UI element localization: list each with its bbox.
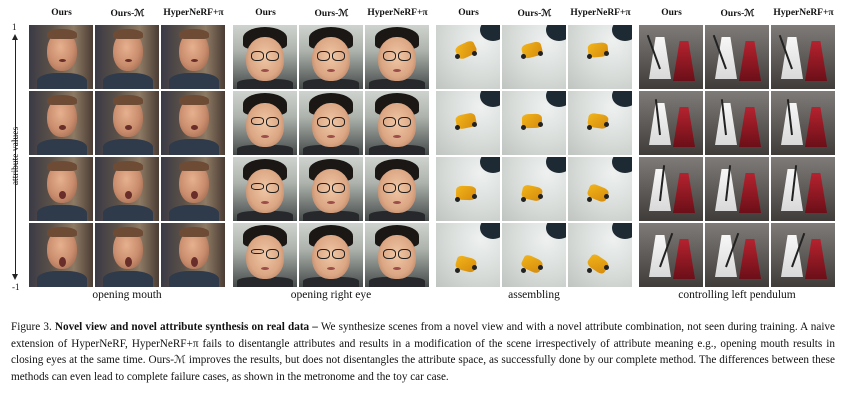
image-cell	[436, 157, 500, 221]
column-header: HyperNeRF+π	[367, 8, 428, 18]
image-cell	[95, 223, 159, 287]
image-cell	[568, 91, 632, 155]
group-caption: controlling left pendulum	[678, 289, 796, 301]
figure-group-3: Ours Ours-ℳ HyperNeRF+π assembling	[436, 8, 632, 301]
column-headers: Ours Ours-ℳ HyperNeRF+π	[233, 8, 429, 24]
image-cell	[502, 25, 566, 89]
figure-group-4: Ours Ours-ℳ HyperNeRF+π controlling left pe…	[639, 8, 835, 301]
image-cell	[771, 223, 835, 287]
image-cell	[161, 223, 225, 287]
image-cell	[639, 223, 703, 287]
column-header: Ours	[51, 8, 72, 18]
image-cell	[161, 157, 225, 221]
image-cell	[161, 91, 225, 155]
image-cell	[29, 25, 93, 89]
image-cell	[365, 157, 429, 221]
column-header: Ours	[255, 8, 276, 18]
axis-label: attribute values	[11, 126, 21, 186]
group-caption: opening mouth	[92, 289, 162, 301]
image-cell	[299, 25, 363, 89]
image-grid	[436, 25, 632, 287]
figure-group-2: Ours Ours-ℳ HyperNeRF+π opening right eye	[233, 8, 429, 301]
group-caption: opening right eye	[290, 289, 372, 301]
figure-group-1: Ours Ours-ℳ HyperNeRF+π opening mouth	[29, 8, 225, 301]
image-cell	[639, 91, 703, 155]
image-cell	[705, 91, 769, 155]
image-cell	[299, 157, 363, 221]
image-cell	[365, 25, 429, 89]
column-headers: Ours Ours-ℳ HyperNeRF+π	[29, 8, 225, 24]
image-cell	[568, 223, 632, 287]
column-header: Ours	[661, 8, 682, 18]
image-cell	[233, 91, 297, 155]
image-cell	[161, 25, 225, 89]
column-header: Ours-ℳ	[720, 9, 755, 19]
image-cell	[502, 223, 566, 287]
image-cell	[436, 91, 500, 155]
image-cell	[365, 223, 429, 287]
image-cell	[705, 223, 769, 287]
image-cell	[705, 157, 769, 221]
image-cell	[233, 25, 297, 89]
axis-top-tick: 1	[12, 22, 17, 32]
image-cell	[771, 157, 835, 221]
image-cell	[299, 91, 363, 155]
image-cell	[29, 223, 93, 287]
image-cell	[436, 25, 500, 89]
image-cell	[639, 157, 703, 221]
image-grid	[233, 25, 429, 287]
image-cell	[95, 157, 159, 221]
image-cell	[502, 157, 566, 221]
column-header: HyperNeRF+π	[163, 8, 224, 18]
attribute-axis: 1 attribute values -1	[6, 22, 26, 292]
group-caption: assembling	[508, 289, 560, 301]
caption-label: Figure 3.	[11, 321, 52, 333]
figure: 1 attribute values -1 Ours Ours-ℳ HyperNeR…	[6, 8, 835, 301]
axis-arrow	[12, 34, 18, 280]
image-cell	[233, 223, 297, 287]
image-grid	[29, 25, 225, 287]
image-cell	[233, 157, 297, 221]
image-cell	[771, 91, 835, 155]
image-cell	[705, 25, 769, 89]
image-cell	[29, 91, 93, 155]
image-cell	[95, 25, 159, 89]
image-cell	[436, 223, 500, 287]
figure-caption: Figure 3. Novel view and novel attribute…	[11, 319, 835, 385]
column-header: HyperNeRF+π	[773, 8, 834, 18]
column-header: Ours-ℳ	[314, 9, 349, 19]
image-cell	[568, 25, 632, 89]
column-header: Ours-ℳ	[110, 9, 145, 19]
axis-bottom-tick: -1	[12, 282, 20, 292]
column-headers: Ours Ours-ℳ HyperNeRF+π	[639, 8, 835, 24]
caption-body: We synthesize scenes from a novel view a…	[11, 321, 835, 383]
image-cell	[365, 91, 429, 155]
image-cell	[299, 223, 363, 287]
image-cell	[502, 91, 566, 155]
column-header: HyperNeRF+π	[570, 8, 631, 18]
image-cell	[568, 157, 632, 221]
column-header: Ours-ℳ	[517, 9, 552, 19]
image-cell	[29, 157, 93, 221]
image-grid	[639, 25, 835, 287]
image-cell	[639, 25, 703, 89]
caption-title: Novel view and novel attribute synthesis…	[54, 321, 318, 333]
column-header: Ours	[458, 8, 479, 18]
column-headers: Ours Ours-ℳ HyperNeRF+π	[436, 8, 632, 24]
image-cell	[771, 25, 835, 89]
image-cell	[95, 91, 159, 155]
